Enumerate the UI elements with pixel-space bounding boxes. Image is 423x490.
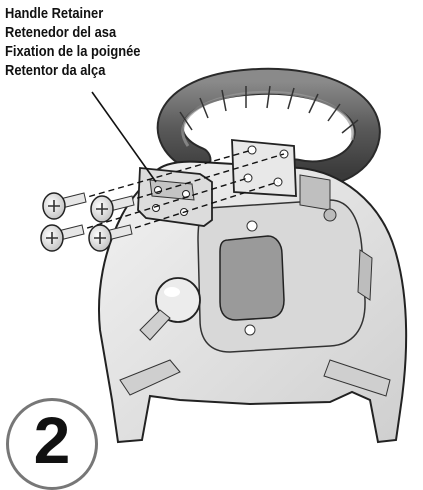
label-portuguese: Retentor da alça bbox=[5, 61, 140, 80]
step-number: 2 bbox=[9, 407, 95, 473]
callout-leader-line bbox=[92, 92, 156, 182]
label-spanish: Retenedor del asa bbox=[5, 23, 140, 42]
screw-icon bbox=[41, 225, 84, 251]
handle-retainer-part bbox=[138, 168, 212, 226]
label-english: Handle Retainer bbox=[5, 4, 140, 23]
handle-mount-bracket bbox=[232, 140, 296, 196]
part-callout-labels: Handle Retainer Retenedor del asa Fixati… bbox=[5, 4, 163, 80]
screw-icon bbox=[43, 193, 86, 219]
step-number-badge: 2 bbox=[6, 398, 98, 490]
label-french: Fixation de la poignée bbox=[5, 42, 140, 61]
